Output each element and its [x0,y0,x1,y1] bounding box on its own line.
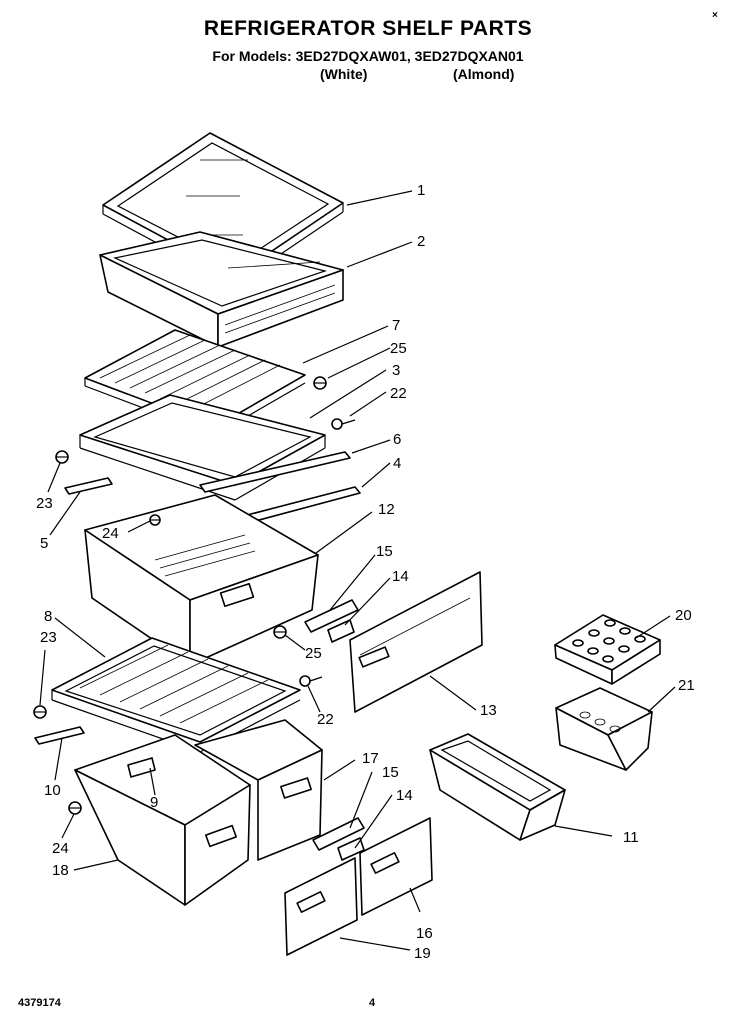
page-number: 4 [369,997,376,1009]
part-15-bracket-upper [304,599,359,633]
callout-22-lower: 22 [317,711,334,728]
part-6-rail [199,451,351,493]
part-12-upper-pan [84,494,319,666]
callout-21: 21 [678,677,695,694]
fastener-23-upper [55,450,69,464]
callout-24-upper: 24 [102,525,119,542]
callout-24-lower: 24 [52,840,69,857]
callout-6: 6 [393,431,402,448]
part-number: 4379174 [18,997,61,1009]
part-19-drawer-front [284,857,358,956]
callout-23-upper: 23 [36,495,53,512]
fastener-23-lower [33,705,47,719]
callout-15-upper: 15 [376,543,393,560]
part-18-lower-pan [74,734,251,906]
callout-14-upper: 14 [392,568,409,585]
callout-11: 11 [623,829,639,846]
callout-4: 4 [393,455,402,472]
callout-18: 18 [52,862,69,879]
part-16-drawer-front [359,817,433,916]
callout-20: 20 [675,607,692,624]
fastener-22-lower [299,675,323,687]
callout-23-lower: 23 [40,629,57,646]
variant-white: (White) [320,66,368,82]
variant-almond: (Almond) [453,66,515,82]
callout-10: 10 [44,782,61,799]
part-10-rail [34,726,85,745]
fastener-25-lower [273,625,287,639]
callout-9: 9 [150,794,159,811]
leader-lines [39,190,676,951]
callout-7: 7 [392,317,401,334]
callout-19: 19 [414,945,431,962]
part-8-lower-cover [51,637,301,753]
part-2-pan-frame [99,231,344,348]
corner-mark: × [712,10,718,21]
models-line: For Models: 3ED27DQXAW01, 3ED27DQXAN01 [212,48,524,64]
part-13-drawer-front [349,571,483,713]
callout-12: 12 [378,501,395,518]
callout-25-upper: 25 [390,340,407,357]
diagram-title: REFRIGERATOR SHELF PARTS [203,17,533,40]
callout-3: 3 [392,362,401,379]
part-20-egg-tray [554,614,661,685]
fastener-24-upper [149,514,161,526]
part-3-cover-frame [79,394,326,501]
part-21-egg-bin [555,687,653,771]
part-9-divider [127,757,156,778]
part-14-clip-upper [327,619,355,643]
part-11-dairy-bin [429,733,566,841]
callout-14-lower: 14 [396,787,413,804]
callout-22-upper: 22 [390,385,407,402]
callout-8: 8 [44,608,53,625]
callout-25-lower: 25 [305,645,322,662]
fastener-25-upper [313,376,327,390]
callout-2: 2 [417,233,426,250]
callout-13: 13 [480,702,497,719]
part-17-lower-pan [194,719,323,861]
callout-16: 16 [416,925,433,942]
callout-1: 1 [417,182,426,199]
callout-17: 17 [362,750,379,767]
fastener-22-upper [331,418,356,430]
part-5-rail [64,477,113,495]
callout-5: 5 [40,535,49,552]
callout-15-lower: 15 [382,764,399,781]
fastener-24-lower [68,801,82,815]
